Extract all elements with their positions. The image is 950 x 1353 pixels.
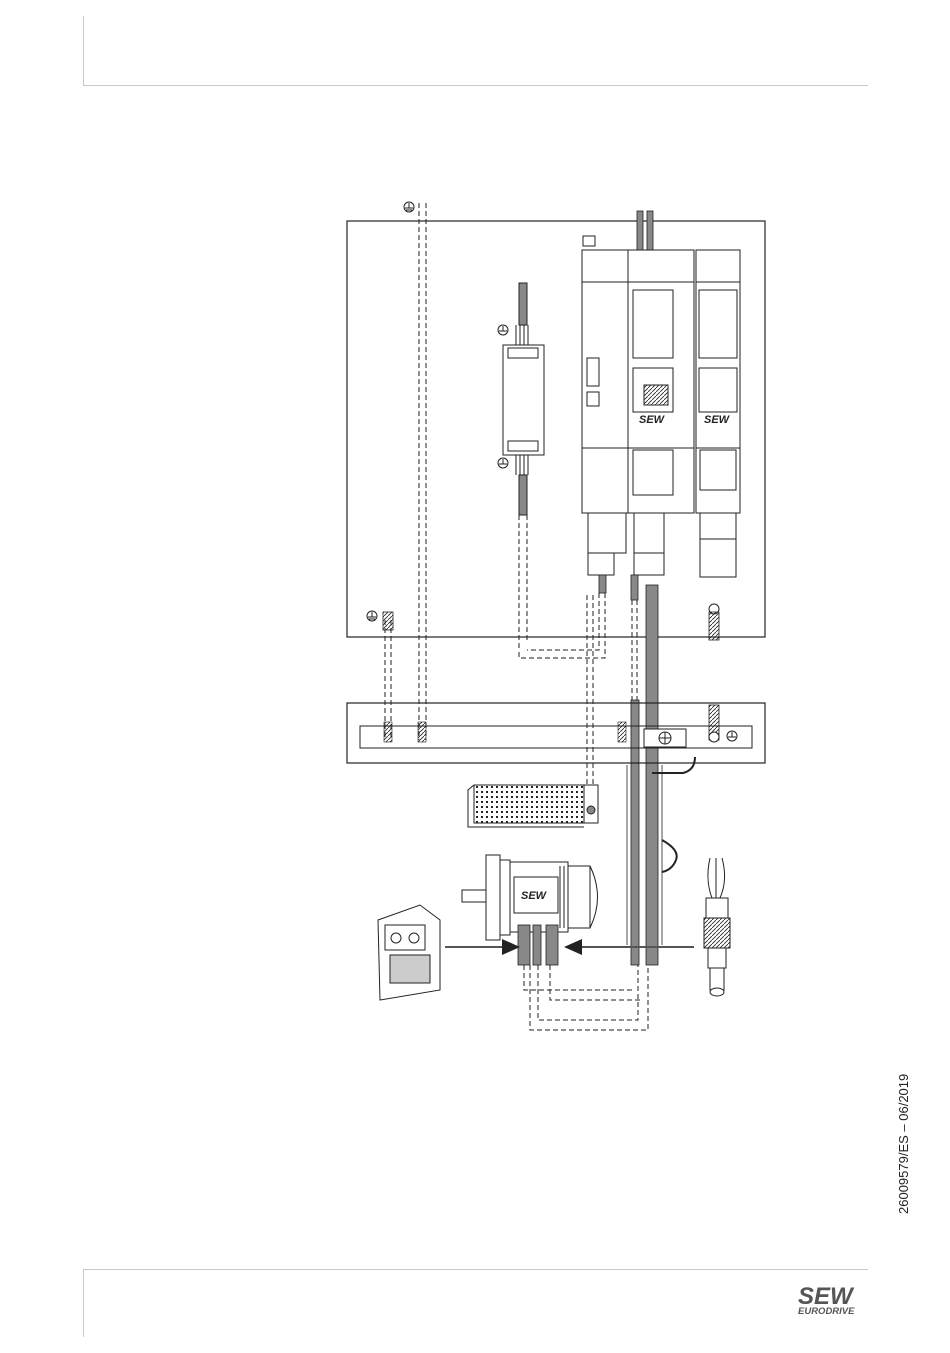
- filter-ground-symbol-bottom: [498, 458, 508, 468]
- drive-module-1: [582, 236, 628, 575]
- filter-ground-symbol-top: [498, 325, 508, 335]
- braking-resistor: [468, 785, 598, 827]
- ground-symbol-plate: [367, 611, 377, 621]
- terminal-box-detail: [378, 905, 440, 1000]
- drive-label-2: SEW: [704, 414, 731, 426]
- shield-rail-frame: [347, 703, 765, 763]
- line-filter: [503, 283, 544, 650]
- connector-detail: [704, 858, 730, 996]
- motor-label: SEW: [521, 890, 548, 902]
- ground-symbol-top: [404, 202, 414, 212]
- drive-label-1: SEW: [639, 414, 666, 426]
- ground-symbol-rail: [727, 731, 737, 741]
- drive-module-2: [628, 250, 694, 575]
